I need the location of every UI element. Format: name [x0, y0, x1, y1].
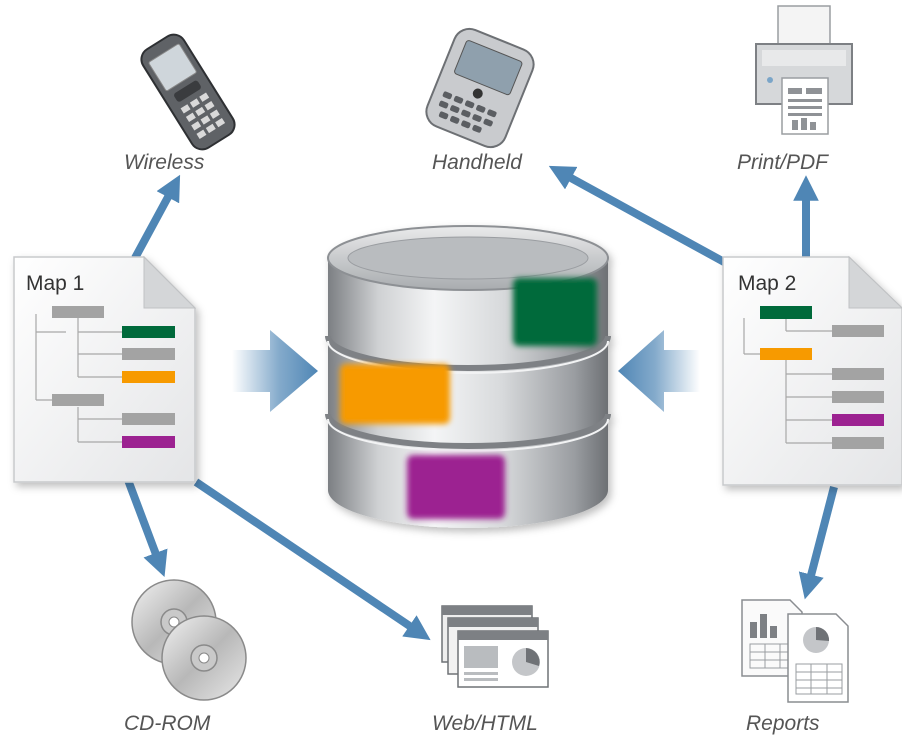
arrow-map2-to-handheld — [548, 165, 737, 272]
print-pdf-label: Print/PDF — [737, 151, 829, 174]
arrow-map1-to-database — [232, 330, 318, 412]
handheld-device-icon — [425, 27, 535, 149]
web-page-icon — [441, 605, 549, 688]
output-arrows — [124, 165, 838, 641]
arrow-map1-to-cdrom — [124, 478, 168, 577]
map1-document — [13, 255, 197, 483]
database-purple-block — [407, 455, 505, 519]
handheld-label: Handheld — [432, 151, 523, 174]
database-green-block — [513, 278, 597, 346]
mobile-phone-icon — [140, 33, 236, 151]
arrow-map1-to-web — [193, 478, 431, 641]
arrow-map2-to-reports — [798, 485, 838, 600]
cd-rom-label: CD-ROM — [124, 712, 211, 735]
cd-rom-icon — [131, 579, 247, 701]
map1-label: Map 1 — [26, 272, 84, 295]
database-orange-block — [340, 364, 450, 424]
wireless-label: Wireless — [124, 151, 205, 174]
database — [325, 225, 611, 528]
arrow-map2-to-database — [618, 330, 700, 412]
printer-icon — [755, 5, 853, 135]
reports-icon — [741, 599, 849, 703]
arrow-map1-to-wireless — [131, 174, 181, 260]
map2-document — [722, 255, 902, 486]
map2-label: Map 2 — [738, 272, 796, 295]
web-html-label: Web/HTML — [432, 712, 538, 735]
reports-label: Reports — [746, 712, 820, 735]
